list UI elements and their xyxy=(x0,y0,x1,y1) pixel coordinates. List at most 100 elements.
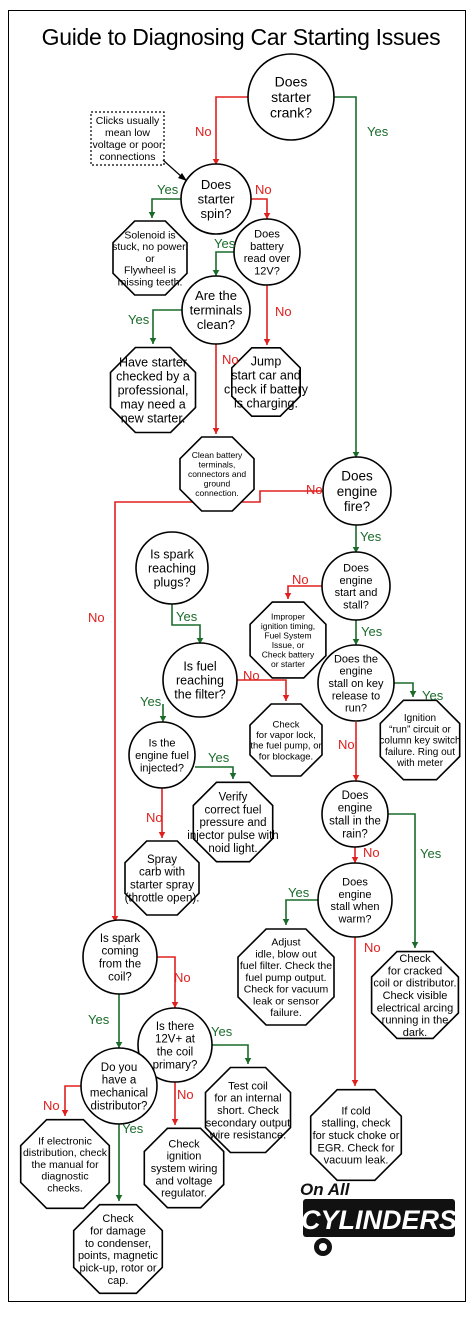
node-text-line: connection. xyxy=(195,488,238,498)
yes-label: Yes xyxy=(128,312,150,327)
node-text-line: Is the xyxy=(149,738,176,750)
node-text-line: clean? xyxy=(197,317,235,332)
no-label: No xyxy=(174,970,191,985)
node-text-line: may need a xyxy=(120,398,185,412)
action-octagon xyxy=(19,1118,111,1210)
connector-line xyxy=(285,899,318,925)
decision-circle xyxy=(181,275,251,345)
arrowhead-icon xyxy=(115,1042,123,1048)
node-text-line: run? xyxy=(345,703,367,715)
node-text-line: Clean battery xyxy=(192,450,243,460)
no-label: No xyxy=(222,352,239,367)
arrowhead-icon xyxy=(61,1110,69,1116)
arrowhead-icon xyxy=(352,452,360,458)
yes-label: Yes xyxy=(288,885,310,900)
no-label: No xyxy=(243,668,260,683)
node-text-line: engine xyxy=(338,889,371,901)
arrowhead-icon xyxy=(411,942,419,948)
node-text-line: with meter xyxy=(396,758,444,769)
node-text-line: rain? xyxy=(342,829,368,841)
no-label: No xyxy=(177,1087,194,1102)
node-text-line: for vapor lock, xyxy=(256,730,316,741)
node-text-line: Does xyxy=(343,563,369,575)
node-text-line: read over xyxy=(244,253,291,265)
decision-circle xyxy=(233,218,301,286)
node-text-line: plugs? xyxy=(154,576,191,590)
arrowhead-icon xyxy=(212,270,220,276)
connector-line xyxy=(151,198,181,218)
node-text-line: engine xyxy=(337,484,378,499)
node-text-line: for blockage. xyxy=(259,751,313,762)
action-octagon xyxy=(143,1127,225,1209)
arrowhead-icon xyxy=(282,695,290,701)
node-text-line: Does xyxy=(342,790,369,802)
node-text-line: ground xyxy=(204,479,231,489)
node-text-line: fuel filter. Check the xyxy=(240,960,332,972)
node-text-line: new starter. xyxy=(121,412,186,426)
decision-circle xyxy=(317,644,395,722)
node-text-line: ignition xyxy=(167,1151,202,1163)
node-text-line: Solenoid is xyxy=(124,229,175,241)
yes-label: Yes xyxy=(88,1012,110,1027)
yes-label: Yes xyxy=(367,124,389,139)
node-text-line: start and xyxy=(335,587,378,599)
no-label: No xyxy=(364,940,381,955)
node-text-line: Is there xyxy=(156,1021,194,1033)
connector-line xyxy=(237,679,287,701)
node-text-line: spin? xyxy=(200,206,231,221)
node-text-line: fire? xyxy=(344,499,370,514)
node-text-line: Adjust xyxy=(271,937,300,949)
node-text-line: or xyxy=(145,253,155,265)
node-text-line: checks. xyxy=(47,1182,83,1194)
node-text-line: pressure and xyxy=(199,817,266,829)
node-text-line: ignition timing, xyxy=(261,621,315,631)
no-label: No xyxy=(255,182,272,197)
arrowhead-icon xyxy=(352,639,360,645)
node-text-line: If electronic xyxy=(38,1135,92,1147)
no-label: No xyxy=(275,304,292,319)
node-text-line: Does xyxy=(342,877,368,889)
arrowhead-icon xyxy=(158,832,166,838)
arrowhead-icon xyxy=(352,547,360,553)
node-text-line: carb with xyxy=(139,867,185,879)
node-text-line: the coil xyxy=(157,1047,193,1059)
arrowhead-icon xyxy=(196,638,204,644)
node-text-line: Issue, or xyxy=(272,640,305,650)
connector-line xyxy=(394,682,414,697)
arrowhead-icon xyxy=(149,338,157,344)
action-octagon xyxy=(237,928,335,1026)
note-pointer xyxy=(162,159,184,179)
node-text-line: Check battery xyxy=(262,649,315,659)
node-text-line: running in the xyxy=(382,1015,449,1027)
node-text-line: reaching xyxy=(148,562,196,576)
node-text-line: 12V? xyxy=(254,265,280,277)
decision-circle xyxy=(321,780,389,848)
node-text-line: starter xyxy=(271,89,311,105)
node-text-line: for cracked xyxy=(388,965,442,977)
arrowhead-icon xyxy=(111,916,119,922)
arrowhead-icon xyxy=(212,428,220,434)
node-text-line: Does xyxy=(201,177,232,192)
node-text-line: Ignition xyxy=(404,713,436,724)
connector-line xyxy=(388,813,416,948)
node-text-line: Is spark xyxy=(150,548,195,562)
node-text-line: “run” circuit or xyxy=(389,724,451,735)
node-text-line: injected? xyxy=(140,762,184,774)
arrowhead-icon xyxy=(159,716,167,722)
connector-line xyxy=(287,585,322,599)
node-text-line: diagnostic xyxy=(41,1171,88,1183)
yes-label: Yes xyxy=(422,688,444,703)
action-octagon xyxy=(370,950,460,1040)
arrowhead-icon xyxy=(244,1058,252,1064)
